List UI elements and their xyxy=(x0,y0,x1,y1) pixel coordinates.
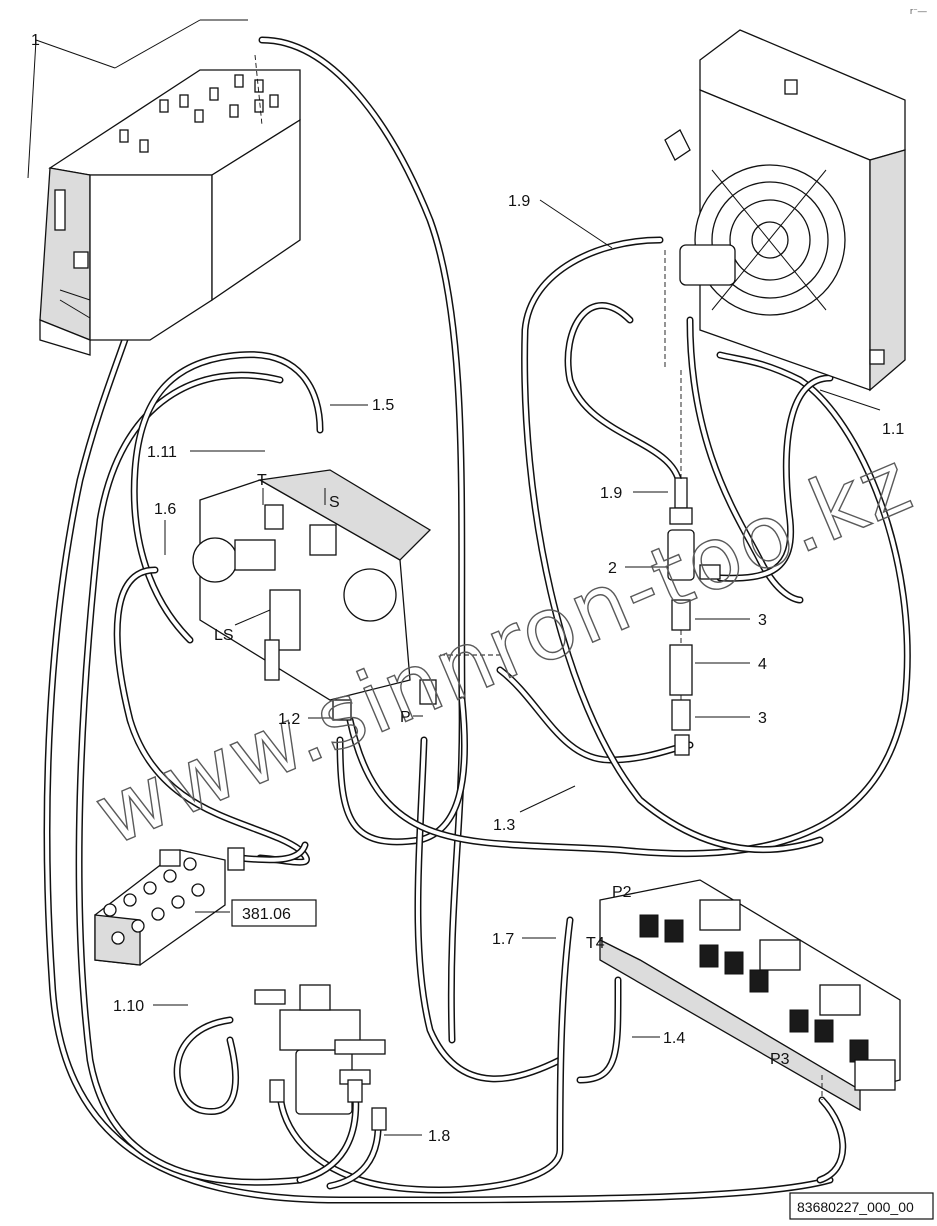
label-1: 1 xyxy=(31,32,40,49)
label-3-upper: 3 xyxy=(758,612,767,629)
label-4: 4 xyxy=(758,656,767,673)
watermark: www.sinnron-too.kz xyxy=(81,431,926,865)
drawing-number-box xyxy=(789,1192,934,1220)
label-p: P xyxy=(400,709,411,726)
label-1-9-top: 1.9 xyxy=(508,193,530,210)
label-1-7: 1.7 xyxy=(492,931,514,948)
hose-group xyxy=(43,36,911,1204)
label-3-lower: 3 xyxy=(758,710,767,727)
drawing-number: 83680227_000_00 xyxy=(797,1199,914,1215)
oil-cooler xyxy=(664,29,906,392)
callout-labels: 1 1.9 1.5 1.11 1.1 1.6 T S LS 1.2 P 1.3 … xyxy=(31,32,904,1145)
hydraulic-tank xyxy=(39,69,301,356)
label-ls: LS xyxy=(214,627,234,644)
hose-1-9-inner xyxy=(564,302,684,494)
label-s: S xyxy=(329,494,340,511)
manifold-block xyxy=(94,847,245,966)
valve-solenoids xyxy=(639,899,896,1091)
label-1-4: 1.4 xyxy=(663,1030,685,1047)
fitting-stack xyxy=(667,477,721,756)
label-t4: T4 xyxy=(586,935,605,952)
label-1-8: 1.8 xyxy=(428,1128,450,1145)
label-1-6: 1.6 xyxy=(154,501,176,518)
label-1-1: 1.1 xyxy=(882,421,904,438)
label-1-5: 1.5 xyxy=(372,397,394,414)
hose-p xyxy=(414,736,564,1083)
tank-fittings xyxy=(119,74,279,153)
leader-lines xyxy=(27,19,881,1136)
label-1-11: 1.11 xyxy=(147,444,177,461)
manifold-ports xyxy=(103,857,205,945)
valve-bank xyxy=(599,879,901,1112)
filter-assembly xyxy=(254,984,387,1131)
label-t: T xyxy=(257,472,267,489)
label-1-10: 1.10 xyxy=(113,998,144,1015)
label-1-2: 1.2 xyxy=(278,711,300,728)
label-2: 2 xyxy=(608,560,617,577)
label-p3: P3 xyxy=(770,1051,790,1068)
label-381-06: 381.06 xyxy=(242,906,291,923)
corner-mark: r⁻— xyxy=(910,6,927,16)
centerlines xyxy=(254,54,823,1100)
hydraulic-pump xyxy=(192,469,437,721)
label-1-3: 1.3 xyxy=(493,817,515,834)
label-p2: P2 xyxy=(612,884,632,901)
label-1-9-mid: 1.9 xyxy=(600,485,622,502)
